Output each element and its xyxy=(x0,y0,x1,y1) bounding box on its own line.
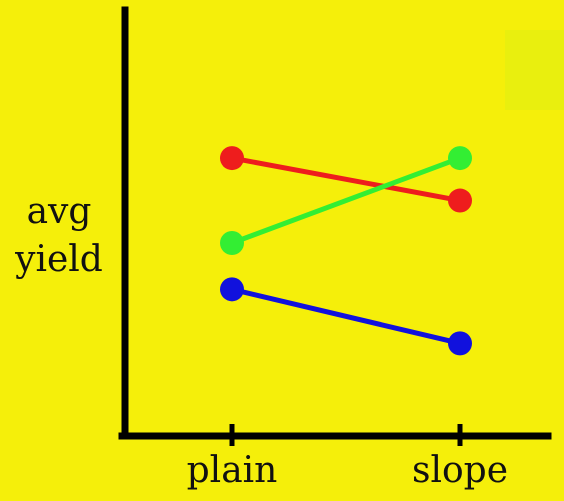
y-axis-label-line-2: yield xyxy=(15,239,103,280)
series-line-1 xyxy=(231,155,461,203)
y-axis-label-line-1: avg xyxy=(26,191,92,232)
series-2-point-slope xyxy=(448,146,472,171)
x-tick-label-plain: plain xyxy=(186,450,278,491)
series-3-point-slope xyxy=(448,331,472,356)
background-patch xyxy=(505,30,564,110)
series-line-3 xyxy=(231,286,461,346)
series-3-point-plain xyxy=(220,277,244,302)
series-line-2 xyxy=(231,155,461,246)
x-tick-label-slope: slope xyxy=(411,450,509,491)
series-2-point-plain xyxy=(220,231,244,255)
series-1-point-slope xyxy=(448,188,472,213)
series-1-point-plain xyxy=(220,146,244,171)
y-axis-label: avg yield xyxy=(0,188,118,284)
